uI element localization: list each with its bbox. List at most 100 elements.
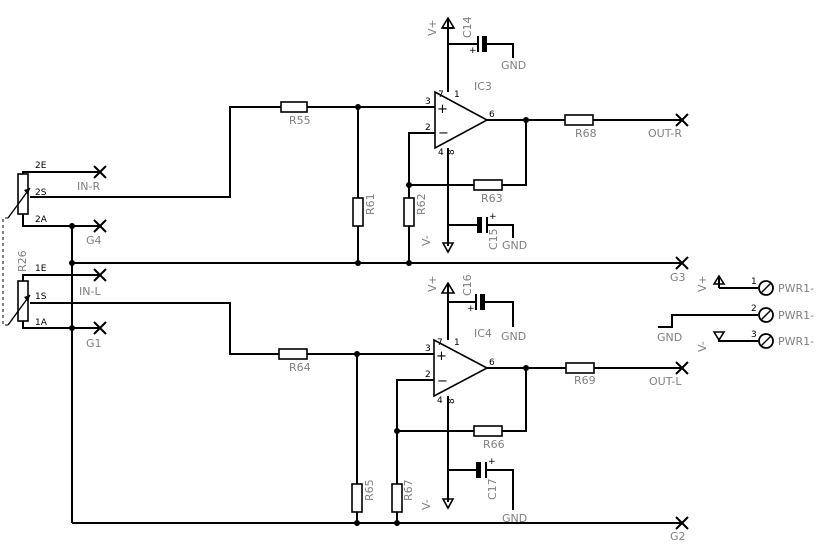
g4-terminal [93,219,107,233]
r69-label: R69 [574,374,596,387]
upper-channel: V+ + C14 GND IC3 + − 3 2 6 7 1 4 8 R55 [30,16,689,263]
pwr-gnd-label: GND [657,331,682,344]
pwr-pin2-label: 2 [751,304,757,314]
ic3-pin1: 1 [454,90,460,100]
ic4-pin-plus: + [436,349,447,364]
capacitor-c17: + [448,457,514,510]
c16-label: C16 [461,274,474,296]
ic3-pin6: 6 [489,110,495,120]
power-connector-pwr1 [658,274,774,349]
ground-rail-g2 [72,516,689,530]
pot-2a-label: 2A [35,215,48,225]
ic3-label: IC3 [474,80,492,93]
resistor-r55 [280,101,308,113]
ground-rail-g3 [69,256,689,270]
r67-label: R67 [402,479,415,501]
pwr1-label-3: PWR1- [778,335,814,348]
out-r-terminal [675,113,689,127]
ic3-pin-minus: − [438,126,449,141]
vplus-label-ic3: V+ [426,19,439,36]
ic3-pin7: 7 [438,90,444,100]
pot-1a-label: 1A [35,318,48,328]
pot-2s-label: 2S [35,188,47,198]
resistor-r68 [564,114,594,126]
pot-1s-label: 1S [35,292,47,302]
out-l-label: OUT-L [649,375,682,388]
g4-label: G4 [86,234,102,247]
vminus-label-ic3: V- [420,235,433,246]
ic4-pin8: 8 [447,398,457,404]
pwr-pin3-label: 3 [751,330,757,340]
gnd-label-c15: GND [502,239,527,252]
pot-2e-label: 2E [35,161,47,171]
gnd-label-c16: GND [501,330,526,343]
vplus-label-ic4: V+ [426,275,439,292]
svg-text:+: + [469,46,477,56]
in-r-label: IN-R [77,180,100,193]
capacitor-c14: + [448,36,514,58]
resistor-r65 [351,483,363,513]
ic4-pin7: 7 [437,338,443,348]
vplus-arrow-ic3 [440,16,456,92]
resistor-r69 [565,362,595,374]
in-l-terminal [93,268,107,282]
r63-label: R63 [481,192,503,205]
r65-label: R65 [363,479,376,501]
opamp-ic4 [433,338,489,398]
ic4-pin4: 4 [437,396,443,406]
in-r-terminal [93,165,107,179]
pot-1e-label: 1E [35,264,47,274]
ic4-pin2: 2 [425,370,431,380]
r61-label: R61 [364,193,377,215]
g1-label: G1 [86,337,102,350]
r62-label: R62 [415,193,428,215]
resistor-r61 [352,197,364,227]
pwr-vplus-label: V+ [696,275,709,292]
resistor-r63 [473,179,503,191]
resistor-r66 [473,425,503,437]
pwr-vminus-label: V- [696,341,709,352]
in-l-label: IN-L [79,285,101,298]
svg-text:+: + [467,304,475,314]
gnd-label-c14: GND [501,59,526,72]
r64-label: R64 [289,361,311,374]
gnd-label-c17: GND [502,512,527,525]
resistor-r67 [391,483,403,513]
ic4-label: IC4 [474,327,492,340]
ic3-pin-plus: + [437,102,448,117]
vminus-label-ic4: V- [420,499,433,510]
out-r-label: OUT-R [648,127,682,140]
r55-label: R55 [289,114,311,127]
pwr1-label-1: PWR1- [778,282,814,295]
c15-label: C15 [487,228,500,250]
pwr1-label-2: PWR1- [778,309,814,322]
svg-text:+: + [489,212,497,222]
ic4-pin-minus: − [437,374,448,389]
ic3-pin2: 2 [425,123,431,133]
r66-label: R66 [483,438,505,451]
g2-label: G2 [670,530,686,543]
g3-label: G3 [670,271,686,284]
ic4-pin1: 1 [454,338,460,348]
capacitor-c16: + [448,294,514,327]
potentiometer-r26 [2,171,100,523]
ic3-pin4: 4 [438,148,444,158]
out-l-terminal [675,361,689,375]
r68-label: R68 [575,127,597,140]
c17-label: C17 [486,478,499,500]
ic4-pin3: 3 [425,344,431,354]
pwr-pin1-label: 1 [751,277,757,287]
ic4-pin6: 6 [489,358,495,368]
ic3-pin3: 3 [425,97,431,107]
lower-channel: V+ + C16 GND IC4 + − 3 2 6 7 1 4 8 R64 [30,274,689,525]
svg-text:+: + [488,457,496,467]
ic3-pin8: 8 [447,149,457,155]
capacitor-c15: + [448,212,514,238]
r26-label: R26 [16,250,29,272]
opamp-ic3 [434,90,489,150]
c14-label: C14 [461,16,474,38]
resistor-r62 [403,197,415,227]
resistor-r64 [278,348,308,360]
g1-terminal [93,321,107,335]
